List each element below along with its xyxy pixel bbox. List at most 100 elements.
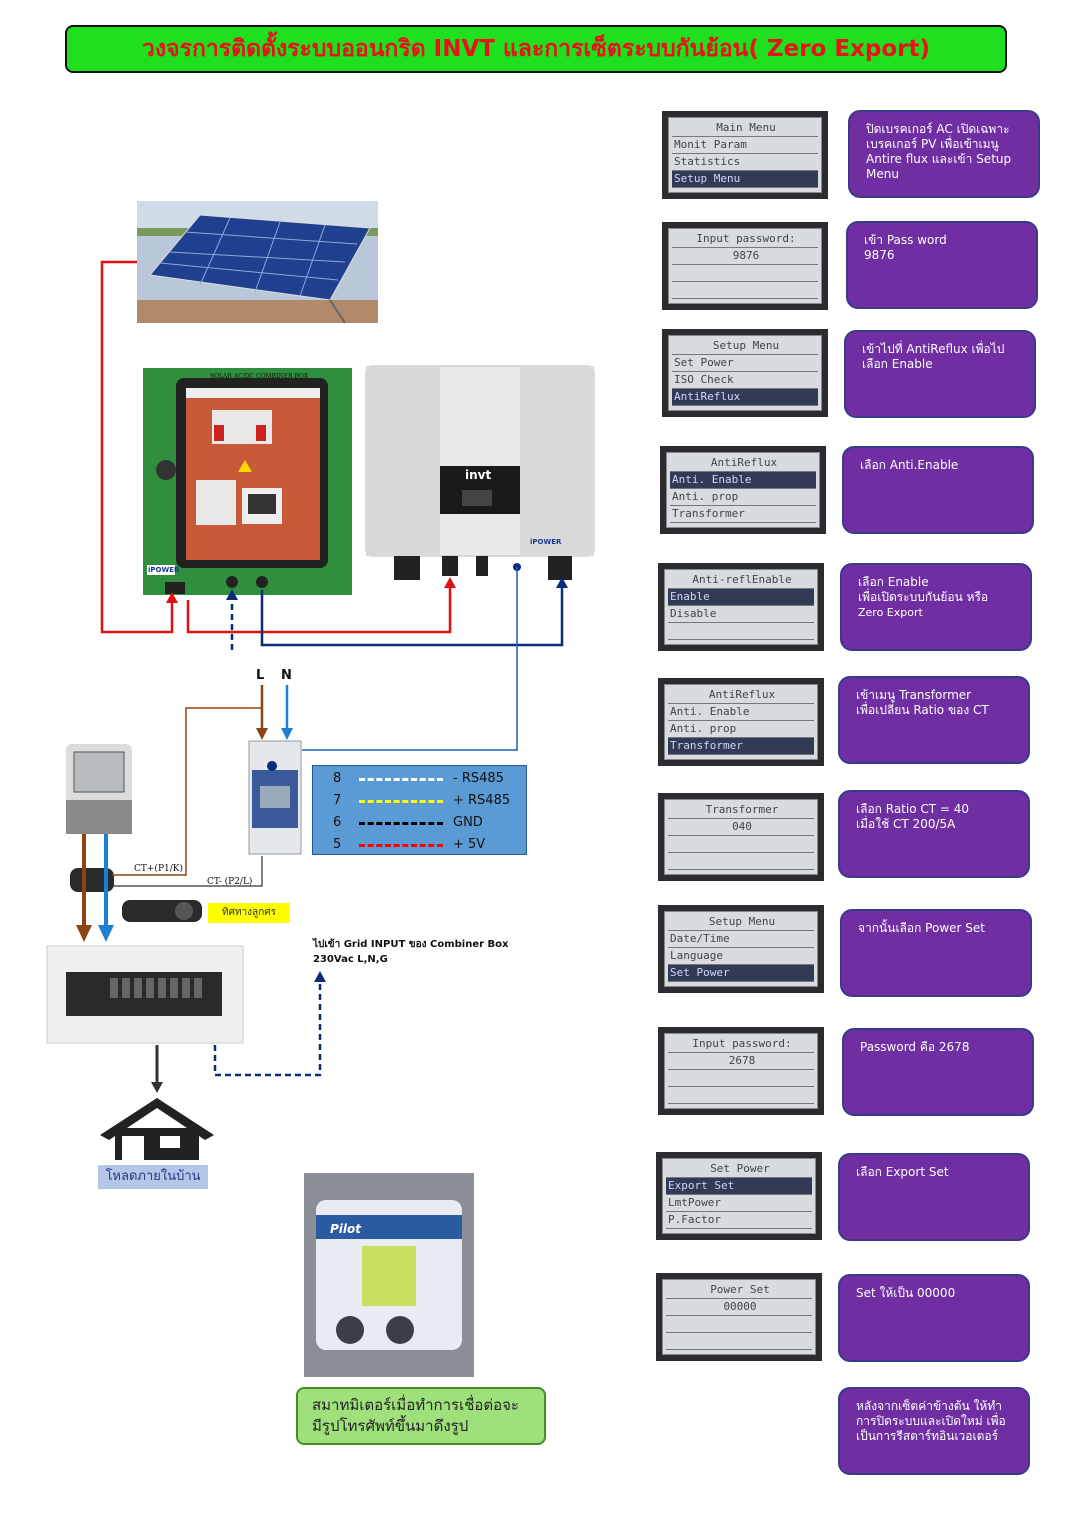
lcd-line: Power Set [666, 1282, 812, 1299]
step-text: เป็นการรีสตาร์ทอินเวอเตอร์ [856, 1429, 999, 1443]
lcd-line: Transformer [668, 802, 814, 819]
step-text: เข้าเมนู Transformer [856, 688, 972, 702]
lcd-line [672, 265, 818, 282]
step-text: Zero Export [858, 606, 923, 619]
lcd-line: Main Menu [672, 120, 818, 137]
meter-brand: Pilot [330, 1222, 362, 1236]
lcd-line: Enable [668, 589, 814, 606]
solar-panel-image [137, 201, 378, 324]
smart-meter-photo [304, 1173, 474, 1377]
ct-plus-label: CT+(P1/K) [134, 864, 183, 874]
house-load-label: โหลดภายในบ้าน [98, 1165, 208, 1189]
lcd-screen: Input password:9876 [662, 222, 828, 310]
utility-meter-image [66, 744, 132, 834]
lcd-line [668, 623, 814, 640]
legend-row: 6 GND [333, 815, 483, 830]
page-title: วงจรการติดตั้งระบบออนกริด INVT และการเซ็… [65, 25, 1007, 73]
grid-voltage-label: 230Vac L,N,G [313, 954, 388, 965]
lcd-line: Export Set [666, 1178, 812, 1195]
step-text: เมื่อใช้ CT 200/5A [856, 817, 956, 831]
step-text: เพื่อเปลี่ยน Ratio ของ CT [856, 703, 989, 717]
step-text: Antire flux และเข้า Setup [866, 152, 1012, 166]
ct-minus-label: CT- (P2/L) [207, 877, 253, 887]
lcd-line: 00000 [666, 1299, 812, 1316]
lcd-line: Anti. prop [668, 721, 814, 738]
lcd-line: Monit Param [672, 137, 818, 154]
step-text: 9876 [864, 248, 895, 262]
legend-row: 7 + RS485 [333, 793, 511, 808]
step-text: เลือก Enable [862, 357, 933, 371]
lcd-line [666, 1316, 812, 1333]
step-box: Set ให้เป็น 00000 [838, 1274, 1030, 1362]
legend-row: 5 + 5V [333, 837, 486, 852]
step-box: Password คือ 2678 [842, 1028, 1034, 1116]
lcd-line [668, 836, 814, 853]
step-box: จากนั้นเลือก Power Set [840, 909, 1032, 997]
step-box: เลือก Export Set [838, 1153, 1030, 1241]
inverter-sub-brand: iPOWER [530, 538, 562, 546]
step-text: Password คือ 2678 [860, 1040, 970, 1054]
grid-input-label: ไปเข้า Grid INPUT ของ Combiner Box [313, 939, 509, 950]
lcd-line: LmtPower [666, 1195, 812, 1212]
step-text: เลือก Ratio CT = 40 [856, 802, 970, 816]
lcd-line: Disable [668, 606, 814, 623]
lcd-line: Setup Menu [672, 338, 818, 355]
lcd-line: Input password: [672, 231, 818, 248]
lcd-line [668, 853, 814, 870]
lcd-line: Transformer [670, 506, 816, 523]
inverter-brand: invt [465, 468, 492, 482]
lcd-line: Anti-reflEnable [668, 572, 814, 589]
step-text: เลือก Enable [858, 575, 929, 589]
combiner-box-image [143, 368, 352, 595]
step-box: เลือก Anti.Enable [842, 446, 1034, 534]
inverter-image [365, 365, 595, 580]
lcd-line [668, 1087, 814, 1104]
step-text: ปิดเบรคเกอร์ AC เปิดเฉพาะ [866, 122, 1010, 136]
step-box: ปิดเบรคเกอร์ AC เปิดเฉพาะเบรคเกอร์ PV เพ… [848, 110, 1040, 198]
lcd-line: Set Power [666, 1161, 812, 1178]
step-text: Menu [866, 167, 899, 181]
legend-row: 8 - RS485 [333, 771, 504, 786]
lcd-line: Date/Time [668, 931, 814, 948]
step-text: จากนั้นเลือก Power Set [858, 921, 985, 935]
smart-meter-image [248, 740, 302, 855]
lcd-line: 040 [668, 819, 814, 836]
wiring-legend: 8 - RS485 7 + RS485 6 GND 5 + 5V [312, 765, 527, 855]
lcd-line: AntiReflux [672, 389, 818, 406]
lcd-line: AntiReflux [670, 455, 816, 472]
step-box: เข้าไปที่ AntiReflux เพื่อไปเลือก Enable [844, 330, 1036, 418]
step-text: หลังจากเซ็ตค่าข้างต้น ให้ทำ [856, 1399, 1002, 1413]
step-text: เลือก Anti.Enable [860, 458, 959, 472]
house-icon [100, 1098, 214, 1160]
lcd-line: Transformer [668, 738, 814, 755]
step-text: เพื่อเปิดระบบกันย้อน หรือ [858, 590, 989, 604]
step-text: การปิดระบบและเปิดใหม่ เพื่อ [856, 1414, 1006, 1428]
lcd-line: P.Factor [666, 1212, 812, 1229]
lcd-line: Anti. Enable [668, 704, 814, 721]
lcd-line: Setup Menu [668, 914, 814, 931]
step-text: เข้าไปที่ AntiReflux เพื่อไป [862, 342, 1005, 356]
step-text: Set ให้เป็น 00000 [856, 1286, 956, 1300]
lcd-line: 9876 [672, 248, 818, 265]
lcd-line: Setup Menu [672, 171, 818, 188]
step-text: เบรคเกอร์ PV เพื่อเข้าเมนู [866, 137, 999, 151]
step-box: หลังจากเซ็ตค่าข้างต้น ให้ทำการปิดระบบและ… [838, 1387, 1030, 1475]
lcd-line: Anti. prop [670, 489, 816, 506]
lcd-screen: Input password:2678 [658, 1027, 824, 1115]
lcd-line [672, 282, 818, 299]
lcd-line: 2678 [668, 1053, 814, 1070]
lcd-line [666, 1333, 812, 1350]
step-text: เข้า Pass word [864, 233, 947, 247]
lcd-line: Statistics [672, 154, 818, 171]
lcd-line: AntiReflux [668, 687, 814, 704]
